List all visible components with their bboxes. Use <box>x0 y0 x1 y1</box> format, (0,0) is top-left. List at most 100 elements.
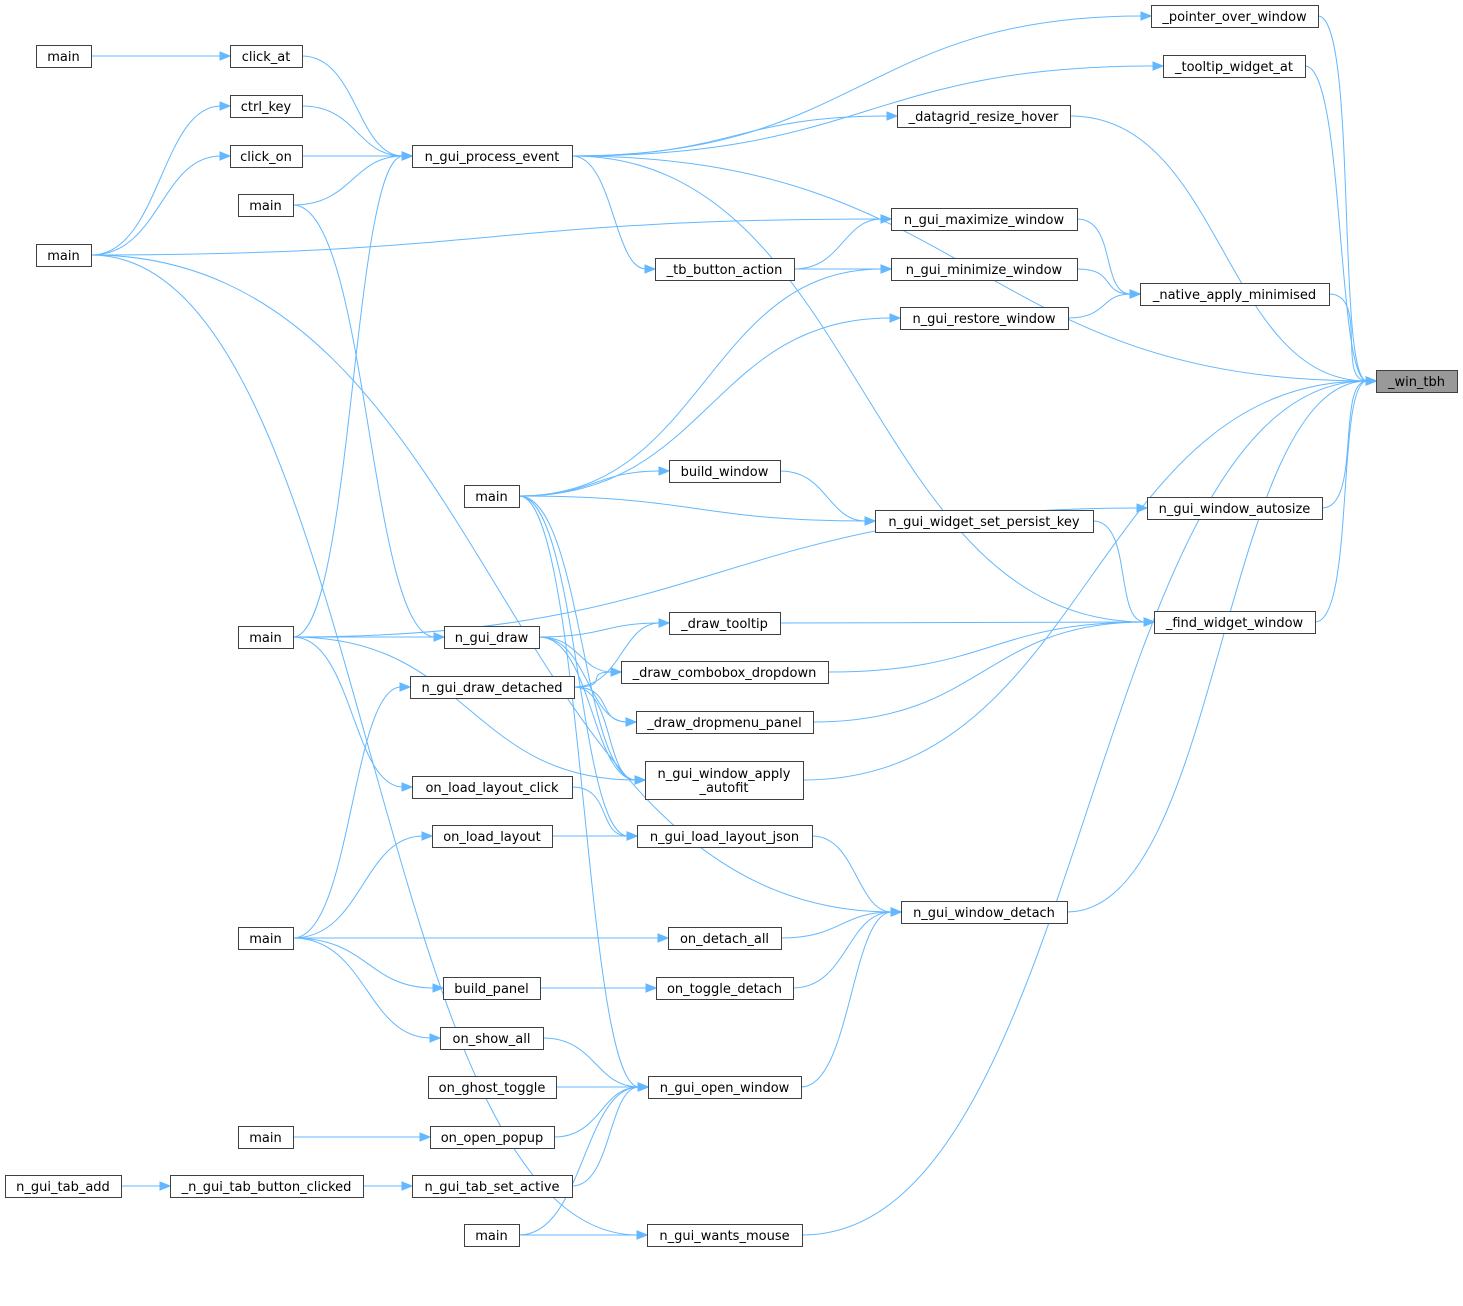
edge-n-gui-process-event-to-pointer-over-window <box>571 15 1143 157</box>
node-n-gui-maximize-window[interactable]: n_gui_maximize_window <box>891 208 1078 231</box>
node-click-on[interactable]: click_on <box>230 145 303 168</box>
node-label: n_gui_widget_set_persist_key <box>888 515 1079 530</box>
node-on-toggle-detach[interactable]: on_toggle_detach <box>656 977 794 1000</box>
edge-n-gui-maximize-window-to-native-apply-minimised <box>1076 218 1132 295</box>
edge-arrowhead <box>657 933 670 943</box>
node-label: main <box>47 249 79 264</box>
node-draw-combobox-dropdown[interactable]: _draw_combobox_dropdown <box>621 661 829 684</box>
edge-n-gui-draw-to-n-gui-window-apply-autofit <box>538 636 637 781</box>
edge-arrowhead <box>634 775 647 785</box>
node-main-g[interactable]: main <box>238 1126 294 1149</box>
node-box <box>656 977 794 1000</box>
node-label: n_gui_draw <box>455 631 529 646</box>
node-box <box>36 244 92 267</box>
node-label: n_gui_maximize_window <box>904 213 1065 228</box>
node-label: n_gui_draw_detached <box>422 681 563 696</box>
edge-arrowhead <box>636 1230 649 1240</box>
edge-main-f-to-on-show-all <box>292 937 432 1039</box>
edge-main-d-to-n-gui-restore-window <box>518 317 892 497</box>
edge-arrowhead <box>610 667 623 677</box>
edge-main-e-to-n-gui-window-apply-autofit <box>292 636 637 781</box>
node-n-gui-draw-detached[interactable]: n_gui_draw_detached <box>410 676 575 699</box>
node-n-gui-tab-set-active[interactable]: n_gui_tab_set_active <box>412 1175 573 1198</box>
edge-arrowhead <box>658 618 671 628</box>
node-draw-tooltip[interactable]: _draw_tooltip <box>669 612 781 635</box>
node-n-gui-tab-add[interactable]: n_gui_tab_add <box>5 1175 122 1198</box>
node-native-apply-minimised[interactable]: _native_apply_minimised <box>1140 283 1330 306</box>
node-n-gui-window-apply-autofit[interactable]: n_gui_window_apply_autofit <box>645 761 804 800</box>
node-main-d[interactable]: main <box>464 485 520 508</box>
edge-arrowhead <box>1152 61 1165 71</box>
node-box <box>230 45 303 68</box>
edge-n-gui-window-apply-autofit-to-win-tbh <box>802 380 1368 781</box>
node-main-h[interactable]: main <box>464 1224 520 1247</box>
edge-n-gui-draw-detached-to-draw-combobox-dropdown <box>573 671 613 688</box>
node-click-at[interactable]: click_at <box>230 45 303 68</box>
node-main-c[interactable]: main <box>36 244 92 267</box>
node-label: on_open_popup <box>441 1131 544 1146</box>
edge-arrowhead <box>433 632 446 642</box>
edge-main-c-to-n-gui-maximize-window <box>90 218 883 256</box>
edge-n-gui-draw-to-draw-dropmenu-panel <box>538 636 628 723</box>
node-box <box>230 145 303 168</box>
node-build-window[interactable]: build_window <box>669 460 781 483</box>
node-n-gui-minimize-window[interactable]: n_gui_minimize_window <box>891 258 1078 281</box>
node-n-gui-window-detach[interactable]: n_gui_window_detach <box>901 901 1068 924</box>
node-label: _datagrid_resize_hover <box>908 110 1059 125</box>
node-n-gui-open-window[interactable]: n_gui_open_window <box>648 1076 802 1099</box>
node-label: _autofit <box>698 781 748 796</box>
node-box <box>443 977 541 1000</box>
node-win-tbh[interactable]: _win_tbh <box>1376 370 1458 393</box>
node-label: n_gui_load_layout_json <box>650 830 799 845</box>
node-n-gui-draw[interactable]: n_gui_draw <box>444 626 540 649</box>
node-label: main <box>249 199 281 214</box>
edge-n-gui-draw-to-draw-combobox-dropdown <box>538 636 613 673</box>
node-on-detach-all[interactable]: on_detach_all <box>668 927 782 950</box>
edge-n-gui-process-event-to-tooltip-widget-at <box>571 65 1155 157</box>
node-on-load-layout-click[interactable]: on_load_layout_click <box>412 776 573 799</box>
edge-arrowhead <box>880 264 893 274</box>
node-n-gui-restore-window[interactable]: n_gui_restore_window <box>900 307 1069 330</box>
node-main-f[interactable]: main <box>238 927 294 950</box>
edge-arrowhead <box>886 111 899 121</box>
node-on-load-layout[interactable]: on_load_layout <box>432 825 553 848</box>
node-main-a[interactable]: main <box>36 45 92 68</box>
node-n-gui-load-layout-json[interactable]: n_gui_load_layout_json <box>637 825 813 848</box>
node-pointer-over-window[interactable]: _pointer_over_window <box>1151 5 1319 28</box>
edge-arrowhead <box>1365 376 1378 386</box>
node-tb-button-action[interactable]: _tb_button_action <box>655 258 795 281</box>
node-main-b[interactable]: main <box>238 194 294 217</box>
edge-arrowhead <box>625 717 638 727</box>
node-on-ghost-toggle[interactable]: on_ghost_toggle <box>428 1076 557 1099</box>
node-n-gui-tab-button-clicked[interactable]: _n_gui_tab_button_clicked <box>170 1175 364 1198</box>
node-find-widget-window[interactable]: _find_widget_window <box>1154 611 1316 634</box>
node-label: _n_gui_tab_button_clicked <box>181 1180 352 1195</box>
node-datagrid-resize-hover[interactable]: _datagrid_resize_hover <box>897 105 1071 128</box>
edge-arrowhead <box>421 831 434 841</box>
node-n-gui-process-event[interactable]: n_gui_process_event <box>412 145 573 168</box>
node-n-gui-widget-set-persist-key[interactable]: n_gui_widget_set_persist_key <box>875 510 1094 533</box>
node-n-gui-window-autosize[interactable]: n_gui_window_autosize <box>1147 497 1323 520</box>
node-draw-dropmenu-panel[interactable]: _draw_dropmenu_panel <box>636 711 814 734</box>
node-label: _tb_button_action <box>666 263 783 278</box>
edge-native-apply-minimised-to-win-tbh <box>1328 293 1368 382</box>
node-label: main <box>249 932 281 947</box>
node-main-e[interactable]: main <box>238 626 294 649</box>
node-build-panel[interactable]: build_panel <box>443 977 541 1000</box>
node-label: n_gui_tab_set_active <box>424 1180 559 1195</box>
node-box <box>412 1175 573 1198</box>
node-label: on_toggle_detach <box>667 982 782 997</box>
node-ctrl-key[interactable]: ctrl_key <box>230 95 303 118</box>
edge-arrowhead <box>419 1132 432 1142</box>
edge-click-at-to-n-gui-process-event <box>301 55 404 157</box>
node-label: n_gui_window_apply <box>658 767 791 782</box>
node-n-gui-wants-mouse[interactable]: n_gui_wants_mouse <box>647 1224 803 1247</box>
node-tooltip-widget-at[interactable]: _tooltip_widget_at <box>1163 55 1306 78</box>
node-box <box>648 1076 802 1099</box>
edge-arrowhead <box>880 214 893 224</box>
node-on-open-popup[interactable]: on_open_popup <box>430 1126 555 1149</box>
edge-n-gui-tab-set-active-to-n-gui-open-window <box>571 1086 640 1187</box>
node-on-show-all[interactable]: on_show_all <box>440 1027 544 1050</box>
edge-n-gui-process-event-to-tb-button-action <box>571 155 647 270</box>
edge-arrowhead <box>219 151 232 161</box>
